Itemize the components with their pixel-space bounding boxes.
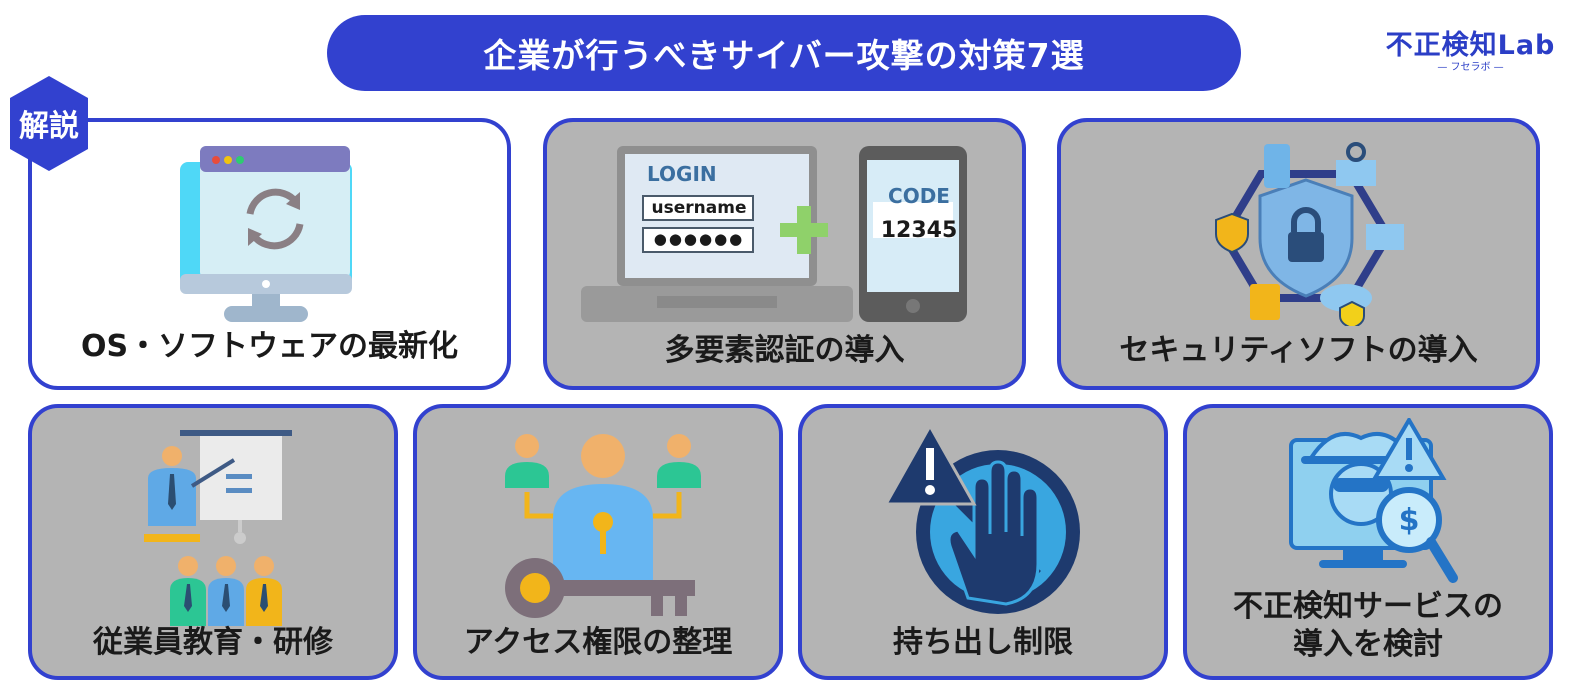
card-label-line2: 導入を検討 [1293,627,1443,662]
title-banner: 企業が行うべきサイバー攻撃の対策7選 [327,15,1241,91]
code-title: CODE [888,184,950,208]
fraud-detection-icon: $ [1289,418,1458,583]
svg-text:$: $ [1399,503,1420,538]
card-mfa: LOGIN username ●●●●●● CODE 12345 多要素認証の導… [543,118,1026,390]
access-key-icon [505,434,701,618]
card-training: 従業員教育・研修 [28,404,398,680]
badge-shape [10,76,88,171]
card-label-line1: 不正検知サービスの [1233,589,1503,624]
card-label: OS・ソフトウェアの最新化 [80,329,459,364]
brand-logo[interactable]: 不正検知Lab — フセラボ — [1378,30,1563,74]
logo-subtext: — フセラボ — [1437,62,1504,73]
login-code-icon [581,146,967,322]
password-field: ●●●●●● [653,230,745,248]
card-label: 多要素認証の導入 [664,333,905,368]
monitor-update-icon [180,146,352,322]
card-takeout-restriction: 持ち出し制限 [798,404,1168,680]
card-security-software: セキュリティソフトの導入 [1057,118,1540,390]
security-shield-icon [1215,142,1404,326]
card-label: 持ち出し制限 [893,625,1073,660]
username-field: username [651,198,747,218]
card-access-control: アクセス権限の整理 [413,404,783,680]
card-label: アクセス権限の整理 [463,625,733,660]
card-fraud-detection: $ 不正検知サービスの 導入を検討 [1183,404,1553,680]
card-os-update: OS・ソフトウェアの最新化 [28,118,511,390]
login-title: LOGIN [647,162,717,186]
card-label: 従業員教育・研修 [93,625,333,660]
logo-text: 不正検知Lab [1385,30,1556,61]
stop-hand-icon [886,426,1080,614]
code-value: 12345 [880,218,958,243]
page-title: 企業が行うべきサイバー攻撃の対策7選 [483,36,1085,75]
badge-label: 解説 [19,109,79,144]
training-icon [144,430,292,626]
card-label: セキュリティソフトの導入 [1119,333,1478,368]
